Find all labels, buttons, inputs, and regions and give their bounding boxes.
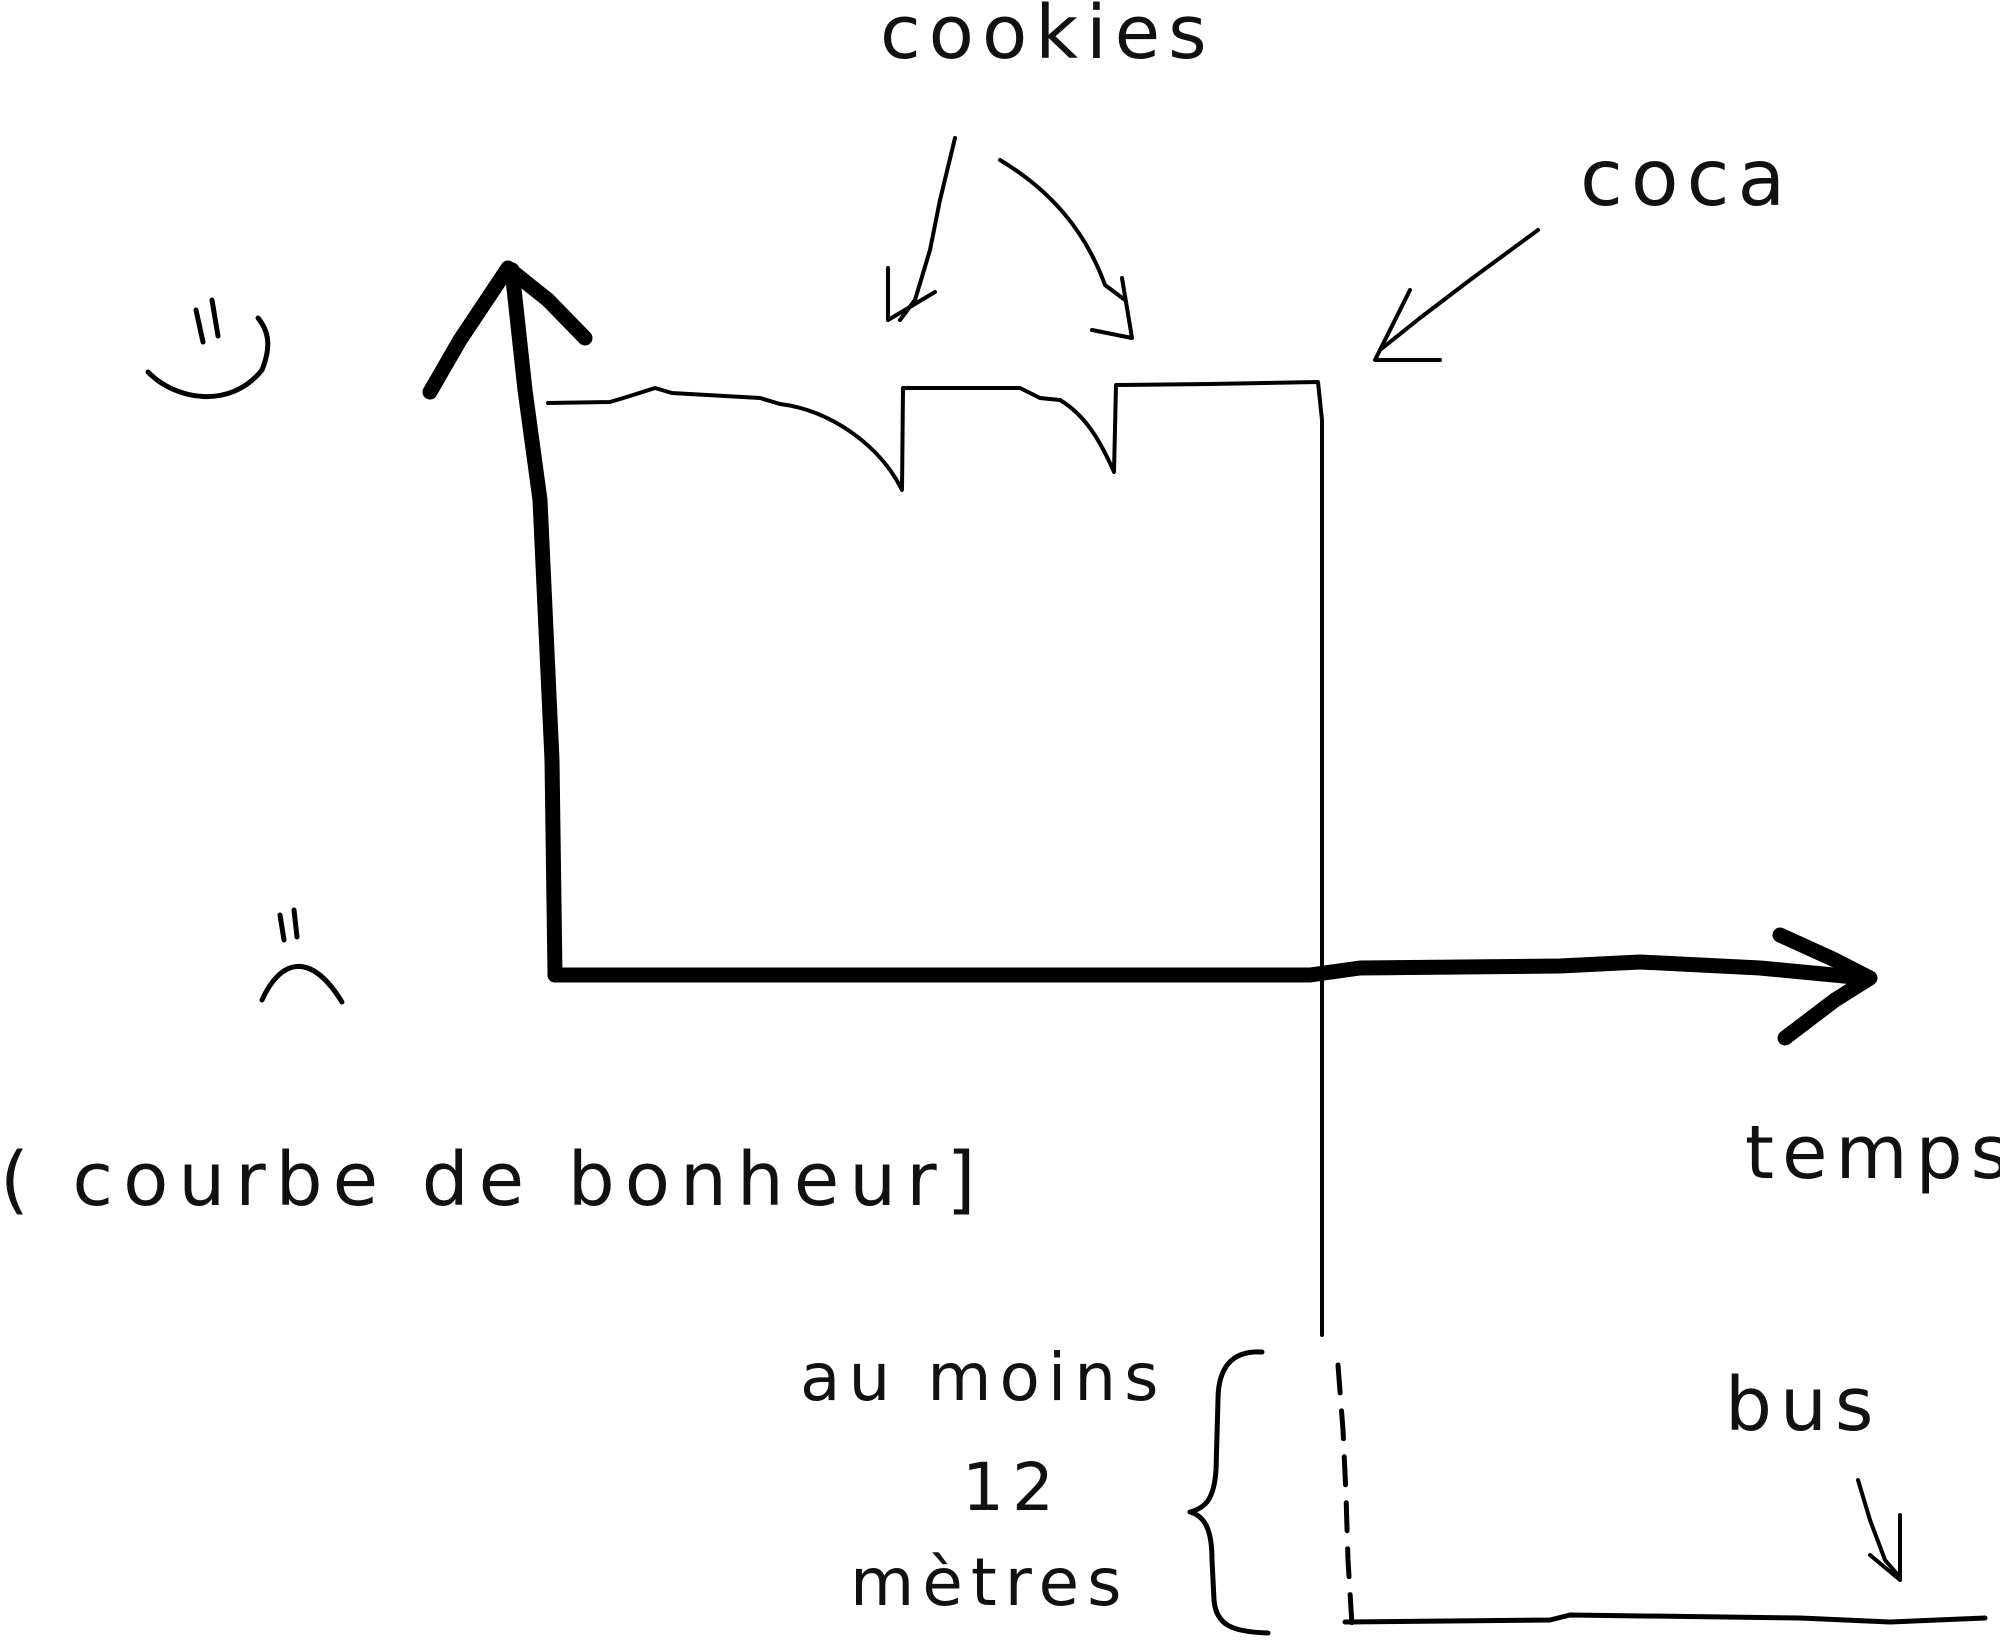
x-axis — [547, 954, 1873, 986]
coca-arrow — [1378, 228, 1540, 352]
distance-dashed-drop — [1335, 1362, 1355, 1628]
coca-arrow-head — [1373, 288, 1442, 362]
bus-arrow — [1856, 1478, 1900, 1577]
y-axis — [504, 262, 563, 983]
cookies-label: cookies — [880, 0, 1215, 76]
bus-arrow-head — [1868, 1513, 1902, 1582]
coca-label: coca — [1580, 134, 1793, 224]
distance-label-line3: mètres — [850, 1544, 1129, 1621]
x-axis-arrowhead — [1772, 927, 1878, 1046]
cookies-arrow-left — [898, 136, 957, 322]
sad-face-icon — [259, 907, 345, 1005]
time-axis-label: temps — [1745, 1110, 2000, 1196]
cookies-arrow-right-head — [1090, 276, 1134, 340]
y-axis-arrowhead — [422, 260, 593, 400]
ground-line — [1342, 1612, 1988, 1625]
distance-brace — [1187, 1349, 1271, 1636]
happiness-curve — [546, 380, 1324, 1337]
curve-caption: ( courbe de bonheur] — [0, 1137, 986, 1223]
happy-face-icon — [145, 297, 271, 400]
distance-label-line2: 12 — [962, 1449, 1062, 1526]
cookies-arrow-right — [998, 158, 1127, 302]
bus-label: bus — [1725, 1362, 1881, 1448]
cookies-arrow-left-head — [886, 266, 937, 322]
distance-label-line1: au moins — [800, 1339, 1166, 1416]
